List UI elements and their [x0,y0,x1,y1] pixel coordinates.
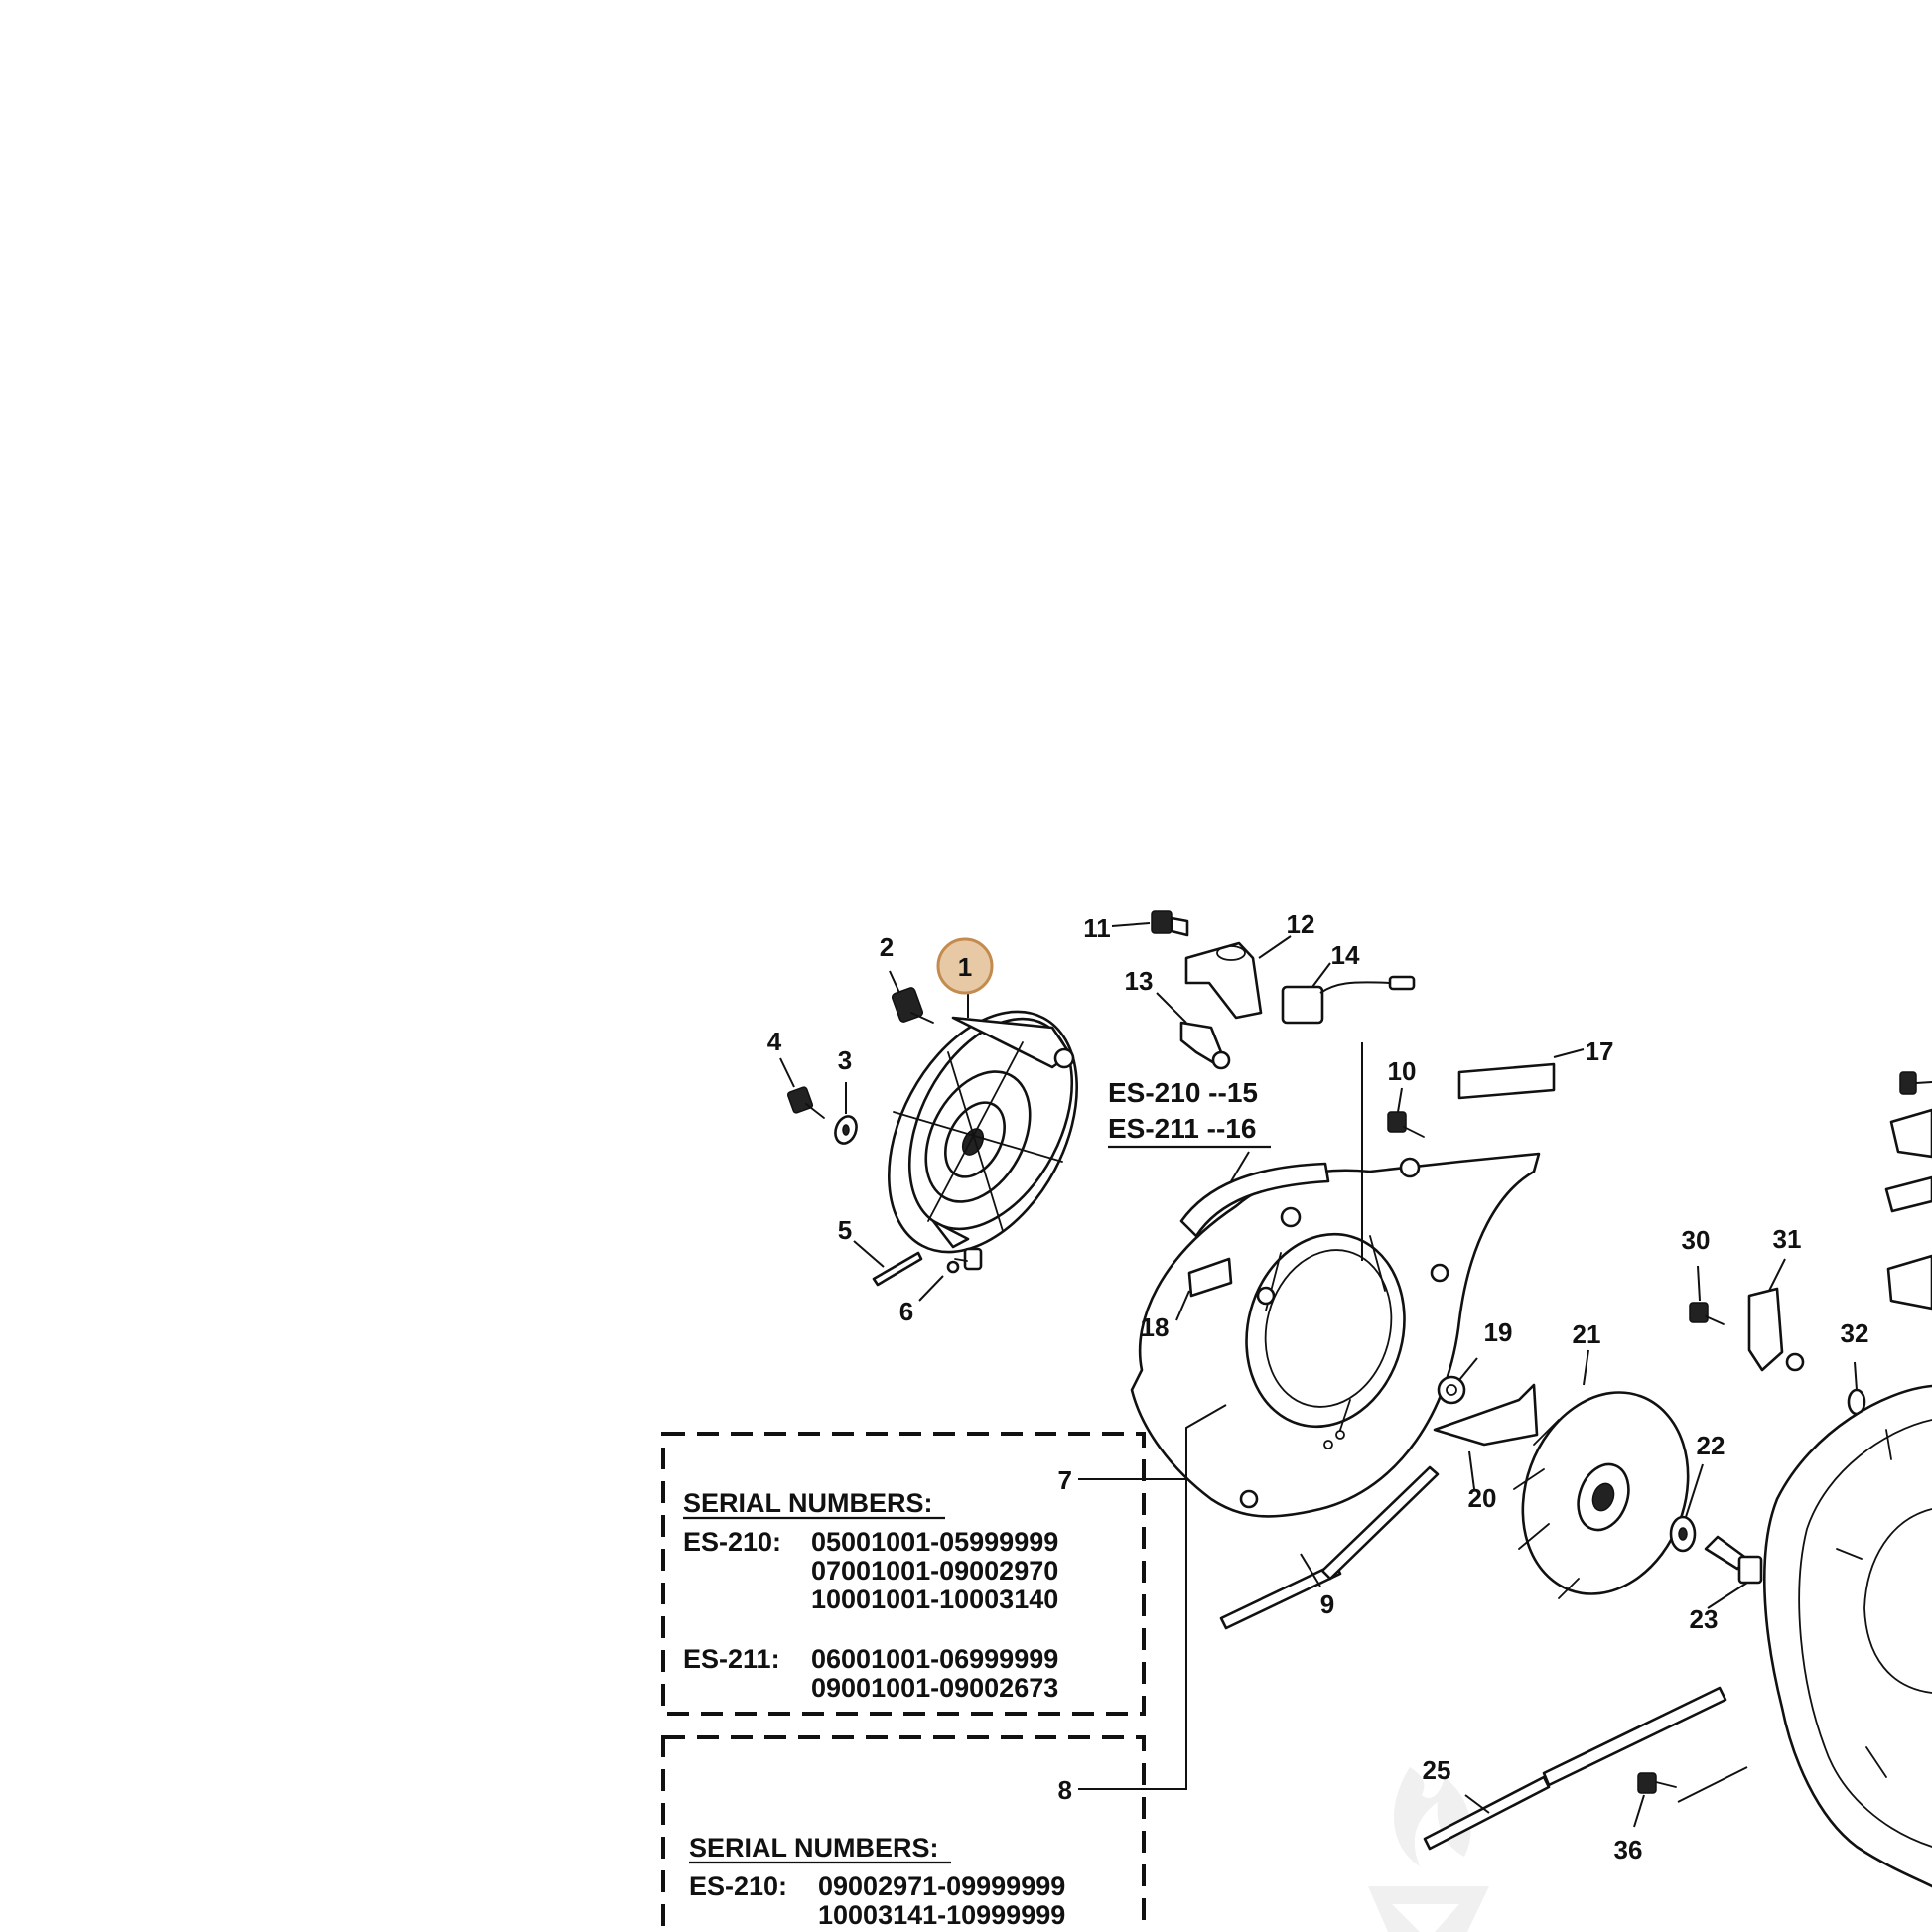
part-31-sensor[interactable] [1747,1287,1805,1372]
part-right-edge-bracket[interactable] [1884,1108,1932,1311]
part-crankcase[interactable] [1763,1384,1932,1888]
serial-box-1-range: 05001001-05999999 [811,1527,1058,1557]
callout-7[interactable]: 7 [1058,1465,1072,1495]
part-17-label[interactable] [1457,1062,1556,1100]
model-labels: ES-210 --15 ES-211 --16 [1108,1077,1271,1149]
callout-1-highlight[interactable] [936,937,994,995]
callout-25[interactable]: 25 [1423,1755,1451,1785]
serial-box-2-heading: SERIAL NUMBERS: [689,1833,939,1863]
serial-box-1-heading: SERIAL NUMBERS: [683,1488,933,1518]
callout-6[interactable]: 6 [899,1297,913,1326]
model-label-es211: ES-211 --16 [1108,1113,1256,1144]
part-12-bracket[interactable] [1184,941,1263,1020]
callout-13[interactable]: 13 [1125,966,1154,996]
callout-14[interactable]: 14 [1331,940,1360,970]
serial-box-2: SERIAL NUMBERS: ES-210: 09002971-0999999… [661,1735,1146,1932]
callout-5[interactable]: 5 [838,1215,852,1245]
part-21-flywheel[interactable] [1495,1369,1715,1617]
callout-32[interactable]: 32 [1841,1318,1869,1348]
callout-11[interactable]: 11 [1083,913,1111,943]
part-23-bolt[interactable] [1704,1535,1763,1585]
callout-21[interactable]: 21 [1573,1319,1601,1349]
callout-22[interactable]: 22 [1697,1431,1725,1460]
part-4-screw[interactable] [786,1086,825,1119]
serial-box-2-range: 10003141-10999999 [818,1900,1065,1930]
callout-9[interactable]: 9 [1320,1589,1334,1619]
part-18-label[interactable] [1187,1257,1233,1298]
serial-box-1: SERIAL NUMBERS: ES-210: 05001001-0599999… [661,1432,1146,1716]
callout-36[interactable]: 36 [1614,1835,1643,1864]
callout-2[interactable]: 2 [880,932,894,962]
callout-1[interactable]: 1 [958,952,972,982]
callout-17[interactable]: 17 [1586,1036,1614,1066]
part-36-screw[interactable] [1637,1772,1677,1794]
part-15-16-strip[interactable] [1179,1162,1330,1238]
callout-31[interactable]: 31 [1773,1224,1802,1254]
part-9-strip[interactable] [1219,1465,1440,1630]
callout-numbers: 1 2 3 4 5 6 7 8 9 10 11 12 13 14 17 18 1… [767,909,1869,1864]
leader-lines [779,922,1858,1828]
callout-20[interactable]: 20 [1468,1483,1497,1513]
callout-30[interactable]: 30 [1682,1225,1711,1255]
part-3-washer[interactable] [832,1113,860,1146]
watermark-logo [1368,1767,1489,1932]
serial-box-1-range: 09001001-09002673 [811,1673,1058,1703]
callout-4[interactable]: 4 [767,1027,782,1056]
serial-box-1-range: 07001001-09002970 [811,1556,1058,1586]
serial-box-2-range: 09002971-09999999 [818,1871,1065,1901]
serial-box-2-model: ES-210: [689,1871,787,1901]
model-label-es210: ES-210 --15 [1108,1077,1258,1108]
part-19-nut[interactable] [1437,1375,1466,1405]
serial-box-1-model: ES-210: [683,1527,781,1557]
serial-box-1-range: 06001001-06999999 [811,1644,1058,1674]
part-7-fan-housing[interactable] [1130,1152,1541,1518]
part-22-washer[interactable] [1669,1515,1697,1553]
serial-box-1-model: ES-211: [683,1644,780,1674]
callout-19[interactable]: 19 [1484,1317,1513,1347]
part-14-switch[interactable] [1281,975,1416,1025]
serial-box-1-range: 10001001-10003140 [811,1585,1058,1614]
callout-12[interactable]: 12 [1287,909,1315,939]
part-recoil-starter[interactable] [851,980,1116,1285]
callout-18[interactable]: 18 [1141,1312,1170,1342]
part-10-screw[interactable] [1387,1111,1425,1138]
callout-3[interactable]: 3 [838,1045,852,1075]
part-5-pin[interactable] [872,1251,923,1287]
callout-8[interactable]: 8 [1058,1775,1072,1805]
callout-10[interactable]: 10 [1388,1056,1417,1086]
part-13-lever[interactable] [1179,1021,1231,1070]
part-right-edge-screw[interactable] [1899,1071,1932,1095]
part-11-screw[interactable] [1151,910,1189,937]
part-6-screw[interactable] [946,1247,983,1274]
part-2-nut[interactable] [891,987,934,1024]
part-20-plate[interactable] [1433,1383,1539,1447]
callout-23[interactable]: 23 [1690,1604,1719,1634]
part-25-strip[interactable] [1423,1686,1727,1851]
part-30-screw[interactable] [1689,1302,1725,1325]
